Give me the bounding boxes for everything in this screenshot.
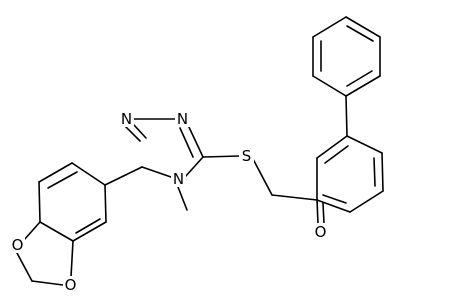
bond-dioxole-3	[31, 280, 64, 286]
bond-c3-s	[202, 155, 241, 158]
bond-ph-3	[346, 135, 383, 154]
bond-bz-2-inner	[47, 171, 78, 189]
bond-s-ch2	[252, 158, 273, 196]
bond-n2-c3-double	[179, 127, 194, 158]
atom-dioxole-oxygen-bottom: O	[63, 276, 78, 294]
atom-sulfur-label: S	[242, 147, 252, 165]
bond-n1-c5-double	[125, 126, 141, 142]
bond-dioxole-1	[23, 221, 41, 241]
bond-bz-6	[104, 184, 107, 223]
bond-c5-n4	[141, 166, 172, 178]
bond-bz-2	[38, 162, 73, 183]
bond-tp-1	[312, 75, 347, 97]
bond-lines	[16, 16, 384, 286]
atom-dioxole-oxygen-top-label: O	[12, 236, 24, 254]
bond-ph-5	[349, 190, 384, 213]
bond-bz-1	[71, 162, 106, 186]
bond-bz-5-inner	[75, 218, 101, 234]
bond-bz-4	[39, 221, 74, 242]
bond-tp-6-inner	[346, 70, 373, 87]
atom-n2: N	[175, 110, 190, 128]
bond-tp-6	[345, 75, 381, 97]
bond-ph-2-inner	[324, 145, 349, 164]
atom-n1: N	[119, 110, 134, 128]
atom-dioxole-oxygen-top: O	[10, 236, 25, 254]
bond-ph-6-inner	[322, 194, 347, 204]
bond-biphenyl-link	[345, 95, 348, 137]
atom-carbonyl-oxygen-label: O	[315, 223, 327, 241]
bond-ch2-carbonyl	[271, 194, 318, 201]
bond-bz-5	[72, 221, 107, 242]
bond-dioxole-2	[16, 252, 33, 282]
bond-ph-4	[381, 152, 384, 192]
atom-n2-label: N	[177, 110, 188, 128]
bond-ph-6	[316, 199, 351, 213]
atom-dioxole-oxygen-bottom-label: O	[65, 276, 77, 294]
bond-tp-4-inner	[346, 25, 374, 42]
atom-n4-label: N	[173, 170, 184, 188]
atom-sulfur: S	[239, 147, 254, 165]
atom-n4: N	[171, 170, 186, 188]
bond-ph-4-inner	[373, 157, 376, 187]
atom-n1-label: N	[121, 110, 132, 128]
bond-carbonyl-o-double	[322, 202, 325, 225]
bond-carbonyl-o	[316, 199, 319, 225]
bond-n2-c3	[187, 124, 204, 158]
bond-bz-3	[38, 181, 41, 223]
bond-n1-c5	[133, 124, 147, 139]
bond-n4-methyl	[177, 186, 188, 211]
bond-benzodioxole-c5	[104, 166, 143, 186]
bond-tp-3	[312, 16, 347, 38]
bond-tp-4	[345, 16, 381, 38]
bond-ph-2	[316, 135, 348, 159]
atom-carbonyl-oxygen: O	[313, 223, 328, 241]
bond-n4-c3	[184, 156, 204, 178]
bond-dioxole-4	[70, 240, 74, 278]
